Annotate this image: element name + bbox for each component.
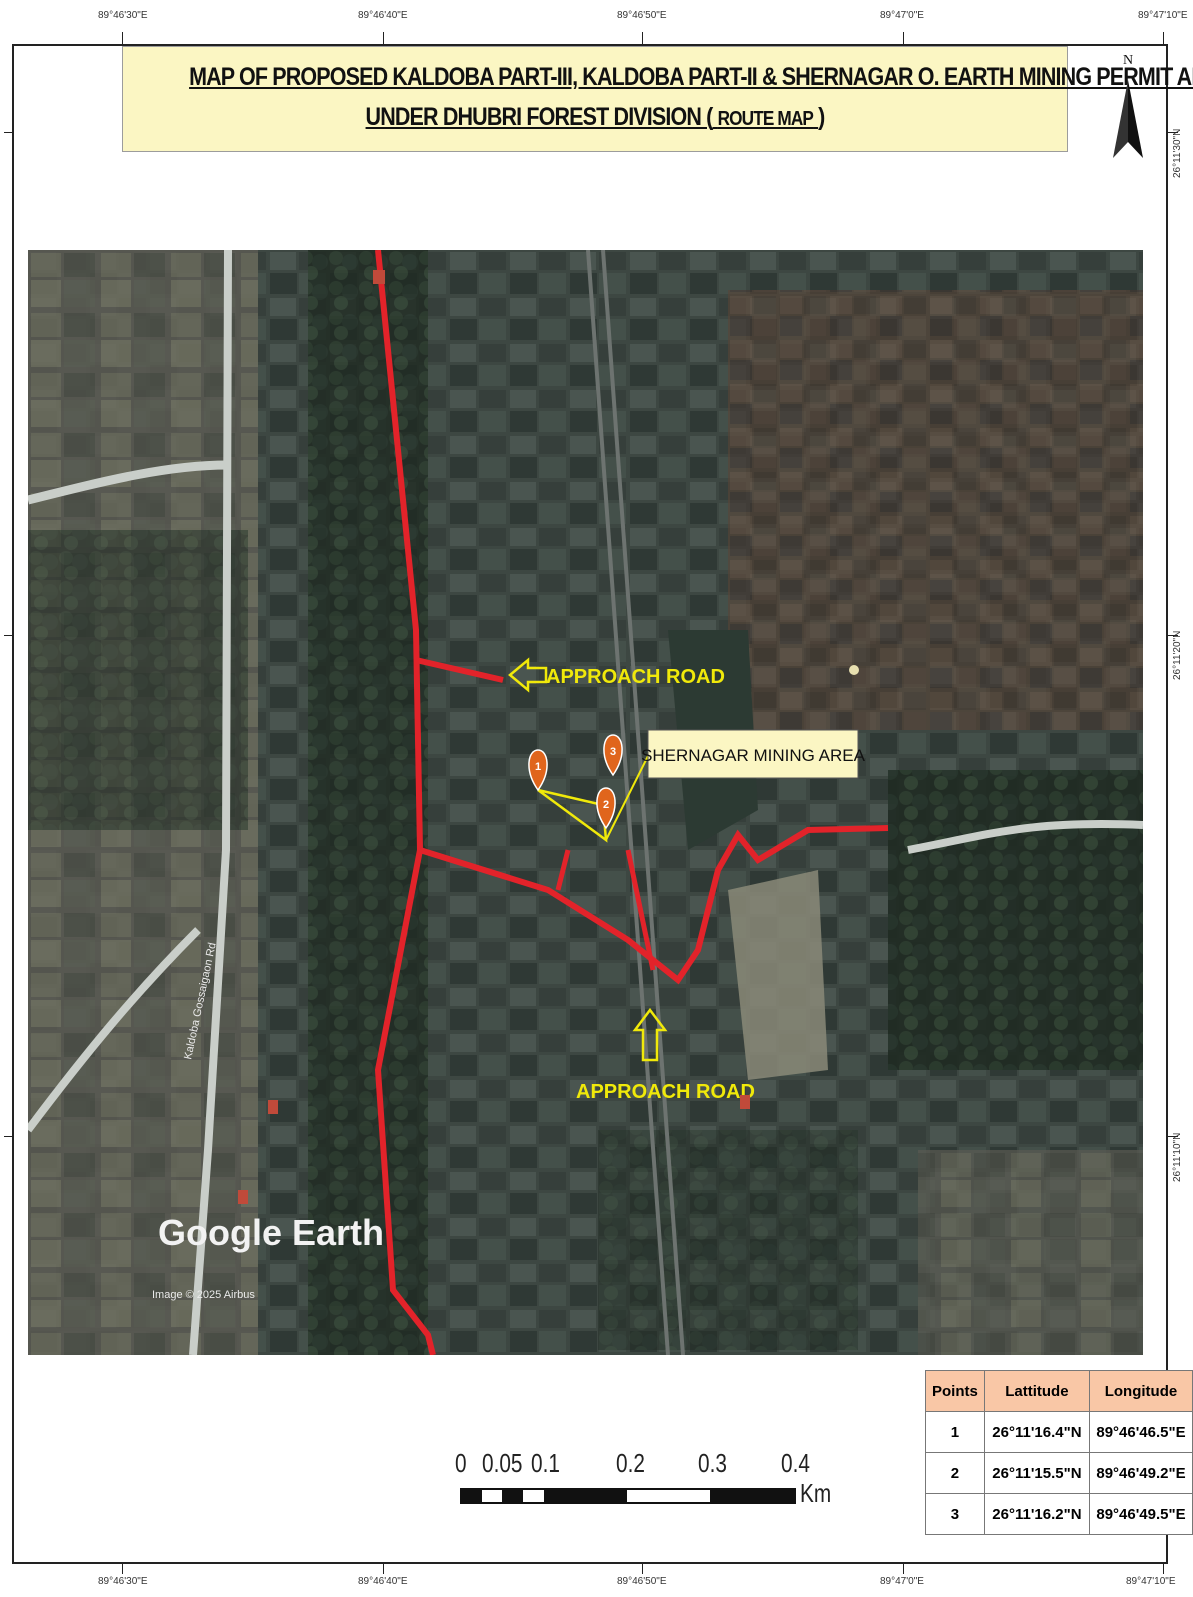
- tick: [1163, 1564, 1164, 1574]
- satellite-map: 1 3 2 APPROACH ROAD APPROACH ROAD SHERNA…: [28, 250, 1143, 1355]
- approach-road-label-1: APPROACH ROAD: [546, 666, 725, 688]
- table-row: 1 26°11'16.4"N 89°46'46.5"E: [925, 1411, 1193, 1453]
- table-header-latitude: Lattitude: [983, 1370, 1090, 1412]
- tick: [642, 32, 643, 44]
- table-cell-latitude: 26°11'15.5"N: [983, 1452, 1090, 1494]
- table-cell-latitude: 26°11'16.2"N: [983, 1493, 1090, 1535]
- tick: [1168, 635, 1178, 636]
- tick: [1168, 1136, 1178, 1137]
- approach-road-label-2: APPROACH ROAD: [576, 1081, 755, 1103]
- scale-label-0.2: 0.2: [616, 1448, 645, 1478]
- scale-segment: [462, 1490, 482, 1502]
- scale-label-0.3: 0.3: [698, 1448, 727, 1478]
- approach-arrow-2-icon: [632, 1007, 668, 1062]
- table-header-points: Points: [925, 1370, 985, 1412]
- title-line-2-prefix: UNDER DHUBRI FOREST DIVISION (: [365, 103, 714, 131]
- tick: [383, 1564, 384, 1574]
- mining-area-label: SHERNAGAR MINING AREA: [641, 746, 866, 765]
- scale-label-0.05: 0.05: [482, 1448, 523, 1478]
- table-cell-point: 1: [925, 1411, 985, 1453]
- tick: [903, 1564, 904, 1574]
- coord-right-2: 26°11'20"N: [1172, 630, 1183, 680]
- coordinates-table: Points Lattitude Longitude 1 26°11'16.4"…: [925, 1370, 1193, 1535]
- table-header-longitude: Longitude: [1088, 1370, 1193, 1412]
- scale-segment: [544, 1490, 627, 1502]
- tick: [642, 1564, 643, 1574]
- coord-right-1: 26°11'30"N: [1172, 128, 1183, 178]
- coord-bottom-2: 89°46'40"E: [358, 1576, 408, 1587]
- scale-label-0.4: 0.4: [781, 1448, 810, 1478]
- table-cell-point: 3: [925, 1493, 985, 1535]
- coord-top-4: 89°47'0"E: [880, 10, 924, 21]
- title-line-1: MAP OF PROPOSED KALDOBA PART-III, KALDOB…: [189, 63, 1193, 91]
- north-arrow-icon: N: [1113, 53, 1143, 158]
- scale-unit: Km: [800, 1478, 832, 1508]
- marker-2-icon[interactable]: 2: [596, 787, 616, 830]
- tick: [4, 635, 14, 636]
- scale-label-0.1: 0.1: [531, 1448, 560, 1478]
- marker-3-label: 3: [610, 746, 616, 758]
- coord-top-3: 89°46'50"E: [617, 10, 667, 21]
- table-cell-longitude: 89°46'49.2"E: [1088, 1452, 1193, 1494]
- scale-bar: [460, 1488, 796, 1504]
- title-line-2-suffix: ): [818, 103, 825, 131]
- north-label: N: [1123, 53, 1133, 68]
- coord-top-2: 89°46'40"E: [358, 10, 408, 21]
- table-cell-latitude: 26°11'16.4"N: [983, 1411, 1090, 1453]
- tick: [4, 1136, 14, 1137]
- table-cell-point: 2: [925, 1452, 985, 1494]
- coord-right-3: 26°11'10"N: [1172, 1132, 1183, 1182]
- coord-bottom-5: 89°47'10"E: [1126, 1576, 1176, 1587]
- scale-segment: [710, 1490, 794, 1502]
- approach-arrow-1-icon: [508, 657, 548, 693]
- table-header-row: Points Lattitude Longitude: [925, 1370, 1193, 1412]
- coord-bottom-3: 89°46'50"E: [617, 1576, 667, 1587]
- title-line-2: UNDER DHUBRI FOREST DIVISION ( ROUTE MAP…: [189, 103, 1001, 132]
- title-route-map: ROUTE MAP: [717, 108, 814, 130]
- tick: [4, 132, 14, 133]
- map-frame: [12, 44, 1168, 1564]
- scale-segment: [502, 1490, 523, 1502]
- tick: [122, 1564, 123, 1574]
- marker-3-icon[interactable]: 3: [603, 734, 623, 777]
- marker-2-label: 2: [603, 799, 609, 811]
- google-earth-logo: Google Earth: [158, 1212, 384, 1253]
- marker-1-icon[interactable]: 1: [528, 749, 548, 792]
- coord-top-1: 89°46'30"E: [98, 10, 148, 21]
- table-cell-longitude: 89°46'49.5"E: [1088, 1493, 1193, 1535]
- tick: [122, 32, 123, 44]
- coord-top-5: 89°47'10"E: [1138, 10, 1188, 21]
- table-row: 2 26°11'15.5"N 89°46'49.2"E: [925, 1452, 1193, 1494]
- marker-1-label: 1: [535, 761, 541, 773]
- coord-bottom-1: 89°46'30"E: [98, 1576, 148, 1587]
- tick: [903, 32, 904, 44]
- table-cell-longitude: 89°46'46.5"E: [1088, 1411, 1193, 1453]
- tick: [1168, 132, 1178, 133]
- scale-label-0: 0: [455, 1448, 467, 1478]
- table-row: 3 26°11'16.2"N 89°46'49.5"E: [925, 1493, 1193, 1535]
- tick: [1163, 32, 1164, 44]
- imagery-credit: Image © 2025 Airbus: [152, 1289, 255, 1301]
- title-box: MAP OF PROPOSED KALDOBA PART-III, KALDOB…: [122, 46, 1193, 152]
- coord-bottom-4: 89°47'0"E: [880, 1576, 924, 1587]
- tick: [383, 32, 384, 44]
